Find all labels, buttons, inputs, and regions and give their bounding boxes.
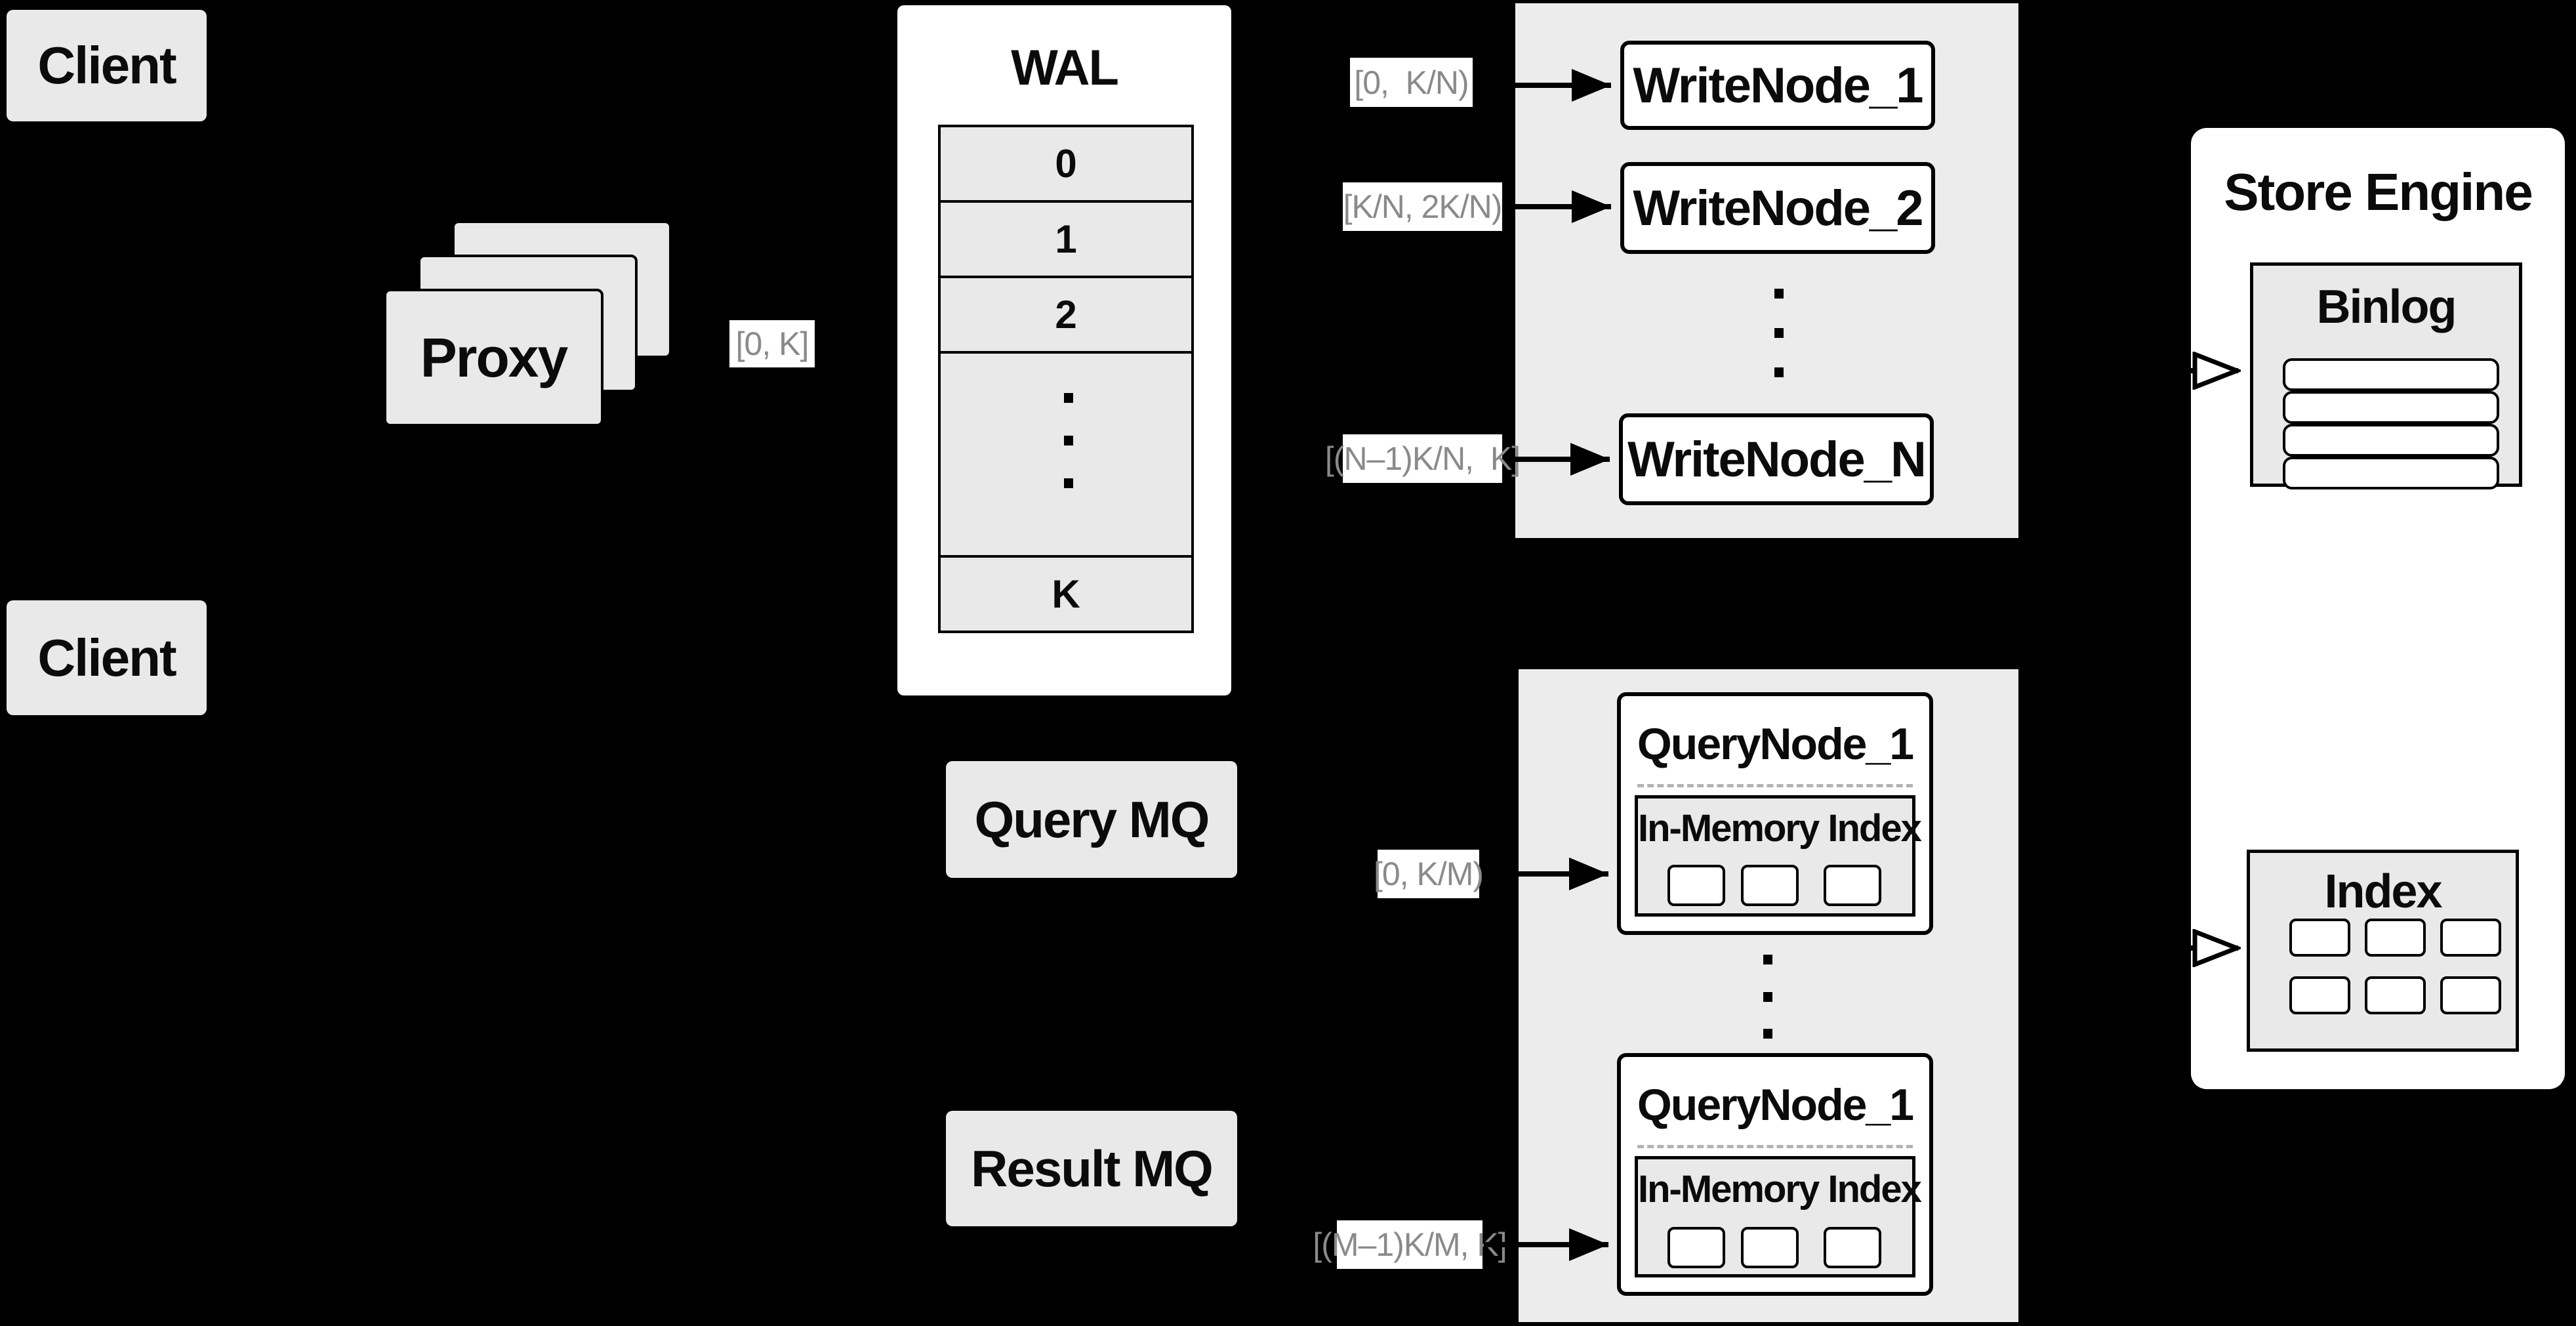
query-node-bottom-divider: [1637, 1145, 1913, 1148]
result-mq-label: Result MQ: [971, 1139, 1214, 1197]
segment-square: [1741, 1227, 1799, 1268]
binlog-label: Binlog: [2316, 281, 2457, 333]
segment-square: [1741, 865, 1799, 906]
write-node-n: WriteNode_N: [1619, 413, 1934, 505]
query-mq-label: Query MQ: [974, 790, 1210, 848]
segment-square: [1824, 865, 1881, 906]
client-bottom-label: Client: [37, 628, 176, 687]
segment-square: [1667, 1227, 1725, 1268]
binlog-row: [2283, 358, 2499, 391]
write-node-1-label: WriteNode_1: [1633, 57, 1923, 114]
range-label-query-last: [(M–1)K/M, K]: [1313, 1220, 1507, 1269]
range-label-write-n: [(N–1)K/N, K]: [1325, 434, 1521, 483]
ellipsis-dot: [1774, 367, 1784, 377]
ellipsis-dot: [1763, 992, 1772, 1002]
write-node-n-label: WriteNode_N: [1627, 431, 1927, 487]
ellipsis-dot: [1763, 955, 1772, 964]
wal-cell-0: 0: [941, 127, 1191, 200]
binlog-row: [2283, 424, 2499, 457]
wal-cell-k: K: [941, 555, 1191, 631]
ellipsis-dot: [1064, 436, 1073, 445]
binlog-row: [2283, 391, 2499, 424]
write-node-1: WriteNode_1: [1620, 41, 1935, 130]
ellipsis-dot: [1774, 289, 1784, 299]
range-label-query-first: [0, K/M): [1374, 850, 1484, 898]
query-node-top-memory-label: In-Memory Index: [1638, 807, 1922, 850]
index-square: [2365, 976, 2426, 1014]
wal-cell-1: 1: [941, 200, 1191, 276]
query-node-top-title: QueryNode_1: [1637, 719, 1914, 769]
ellipsis-dot: [1763, 1029, 1772, 1039]
index-label: Index: [2324, 865, 2442, 918]
index-square: [2289, 919, 2350, 957]
wal-table: 0 1 2 K: [938, 125, 1194, 633]
client-box-bottom: Client: [7, 600, 207, 715]
client-box-top: Client: [7, 10, 207, 121]
segment-square: [1667, 865, 1725, 906]
proxy-card-front: Proxy: [384, 289, 603, 426]
query-node-top-divider: [1637, 784, 1913, 787]
ellipsis-dot: [1064, 393, 1073, 403]
ellipsis-dot: [1064, 478, 1073, 488]
range-label-proxy-out: [0, K]: [729, 320, 815, 367]
query-node-bottom-title: QueryNode_1: [1637, 1080, 1914, 1130]
wal-cell-2: 2: [941, 276, 1191, 351]
range-label-write-2: [K/N, 2K/N): [1343, 182, 1502, 231]
write-node-2-label: WriteNode_2: [1633, 180, 1923, 236]
segment-square: [1824, 1227, 1881, 1268]
index-square: [2440, 919, 2501, 957]
wal-title: WAL: [1011, 40, 1119, 96]
wal-cell-ellipsis: [941, 351, 1191, 555]
query-mq-box: Query MQ: [946, 761, 1237, 878]
range-label-write-1: [0, K/N): [1350, 58, 1473, 107]
write-node-2: WriteNode_2: [1620, 162, 1935, 254]
store-engine-title: Store Engine: [2224, 163, 2533, 221]
binlog-row: [2283, 457, 2499, 489]
wal-panel: WAL 0 1 2 K: [897, 5, 1231, 695]
proxy-label: Proxy: [420, 326, 568, 388]
result-mq-box: Result MQ: [946, 1111, 1237, 1226]
client-top-label: Client: [37, 36, 176, 94]
index-square: [2365, 919, 2426, 957]
query-node-bottom-memory-label: In-Memory Index: [1638, 1168, 1922, 1211]
index-square: [2289, 976, 2350, 1014]
ellipsis-dot: [1774, 328, 1784, 338]
index-square: [2440, 976, 2501, 1014]
